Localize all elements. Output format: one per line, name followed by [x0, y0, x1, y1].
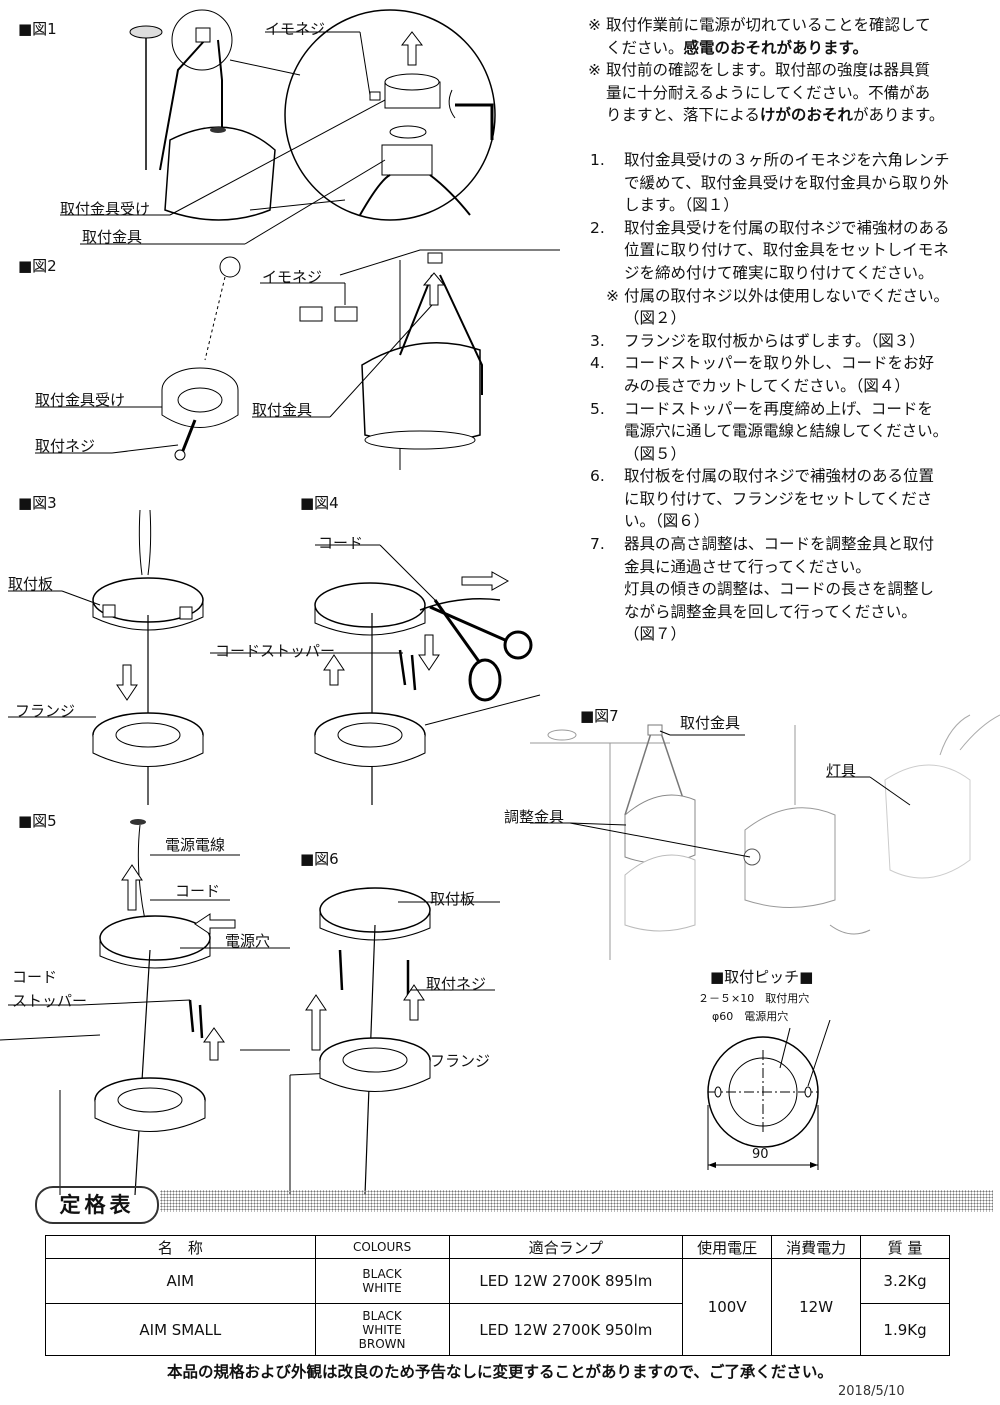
spec-header-row: 名 称 COLOURS 適合ランプ 使用電圧 消費電力 質 量 [45, 1235, 950, 1259]
step-3: 3. フランジを取付板からはずします。（図３） [590, 331, 925, 350]
spec-title-band [160, 1190, 993, 1212]
fig2-bracket-label: 取付金具 [252, 401, 313, 419]
fig4-label: ■図4 [300, 494, 339, 512]
step-4: 4. コードストッパーを取り外し、コードをお好 みの長さでカットしてください。（… [590, 354, 935, 395]
pitch-diagram [707, 1020, 831, 1170]
step-7: 7. 器具の高さ調整は、コードを調整金具と取付 金具に通過させて行ってください。… [590, 535, 935, 644]
fig1-set-screw-label: イモネジ [265, 20, 326, 38]
spec-header-mass: 質 量 [860, 1235, 950, 1259]
fig2-screw-label: 取付ネジ [35, 437, 96, 455]
spec-header-name: 名 称 [45, 1235, 316, 1259]
step-2: 2. 取付金具受けを付属の取付ネジで補強材のある 位置に取り付けて、取付金具をセ… [590, 218, 950, 282]
fig7-adjuster-label: 調整金具 [504, 808, 565, 826]
fig7-bracket-label: 取付金具 [680, 714, 741, 732]
fig2-label: ■図2 [18, 257, 57, 275]
warning-note-1: ※ 取付作業前に電源が切れていることを確認して ください。感電のおそれがあります… [588, 16, 931, 57]
spec-table: 名 称 COLOURS 適合ランプ 使用電圧 消費電力 質 量 AIM BLAC… [45, 1235, 950, 1356]
spec-row-lamp: LED 12W 2700K 895lm [448, 1258, 684, 1304]
fig2-set-screw-label: イモネジ [262, 268, 323, 286]
fig3-plate-label: 取付板 [8, 575, 54, 593]
step-6: 6. 取付板を付属の取付ネジで補強材のある位置 に取り付けて、フランジをセットし… [590, 467, 935, 531]
pitch-power-hole-spec: φ60 電源用穴 [712, 1010, 789, 1023]
spec-header-power: 消費電力 [771, 1235, 862, 1259]
spec-row-name: AIM [45, 1258, 316, 1304]
fig3-illustration [8, 509, 204, 805]
spec-row-colours: BLACK WHITE [314, 1258, 450, 1304]
fig7-lamp-label: 灯具 [826, 762, 857, 780]
disclaimer: 本品の規格および外観は改良のため予告なしに変更することがありますので、ご了承くだ… [167, 1363, 833, 1381]
warning-note-2: ※ 取付前の確認をします。取付部の強度は器具質 量に十分耐えるようにしてください… [588, 61, 945, 125]
fig1-receiver-label: 取付金具受け [60, 200, 151, 218]
fig4-cord-label: コード [318, 534, 364, 552]
fig5-label: ■図5 [18, 812, 57, 830]
spec-title: 定格表 [35, 1186, 159, 1224]
fig6-flange-label: フランジ [430, 1052, 491, 1070]
fig5-stopper-label-line2: ストッパー [12, 992, 88, 1010]
fig2-receiver-label: 取付金具受け [35, 391, 126, 409]
fig6-plate-label: 取付板 [430, 890, 476, 908]
pitch-hole-spec: ２－５×10 取付用穴 [698, 992, 810, 1005]
fig4-illustration [210, 544, 541, 805]
fig1-bracket-label: 取付金具 [82, 228, 143, 246]
spec-voltage: 100V [682, 1258, 773, 1356]
fig5-illustration [0, 819, 290, 1195]
spec-row-mass: 3.2Kg [860, 1258, 950, 1304]
fig3-label: ■図3 [18, 494, 57, 512]
fig4-stopper-label: コードストッパー [215, 642, 336, 660]
fig6-label: ■図6 [300, 850, 339, 868]
spec-header-colours: COLOURS [314, 1235, 450, 1259]
spec-row: AIM SMALL BLACK WHITE BROWN LED 12W 2700… [45, 1303, 950, 1356]
instructions: ※ 取付作業前に電源が切れていることを確認して ください。感電のおそれがあります… [588, 14, 993, 646]
fig7-label: ■図7 [580, 707, 619, 725]
fig7-illustration [530, 714, 1000, 960]
spec-power: 12W [771, 1258, 862, 1356]
fig5-stopper-label-line1: コード [12, 968, 58, 986]
spec-header-voltage: 使用電圧 [682, 1235, 773, 1259]
fig6-illustration [289, 887, 500, 1195]
spec-row-lamp: LED 12W 2700K 950lm [448, 1303, 684, 1356]
spec-row-name: AIM SMALL [45, 1303, 316, 1356]
fig5-power-wire-label: 電源電線 [165, 836, 226, 854]
fig5-power-hole-label: 電源穴 [225, 932, 271, 950]
revision-date: 2018/5/10 [838, 1384, 905, 1399]
step-1: 1. 取付金具受けの３ヶ所のイモネジを六角レンチ で緩めて、取付金具受けを取付金… [590, 150, 950, 215]
pitch-dimension: 90 [752, 1147, 769, 1162]
fig3-flange-label: フランジ [15, 702, 76, 720]
fig1-illustration [60, 9, 496, 245]
pitch-title: ■取付ピッチ■ [710, 968, 814, 986]
spec-header-lamp: 適合ランプ [448, 1235, 684, 1259]
spec-row: AIM BLACK WHITE LED 12W 2700K 895lm 100V… [45, 1258, 950, 1356]
fig1-label: ■図1 [18, 20, 57, 38]
fig6-screw-label: 取付ネジ [426, 975, 487, 993]
fig5-cord-label: コード [175, 882, 221, 900]
step-5: 5. コードストッパーを再度締め上げ、コードを 電源穴に通して電源電線と結線して… [590, 399, 949, 463]
spec-row-colours: BLACK WHITE BROWN [314, 1303, 450, 1356]
step-2-note: ※ 付属の取付ネジ以外は使用しないでください。 （図２） [606, 286, 950, 328]
fig2-illustration [35, 249, 560, 470]
spec-row-mass: 1.9Kg [860, 1303, 950, 1356]
